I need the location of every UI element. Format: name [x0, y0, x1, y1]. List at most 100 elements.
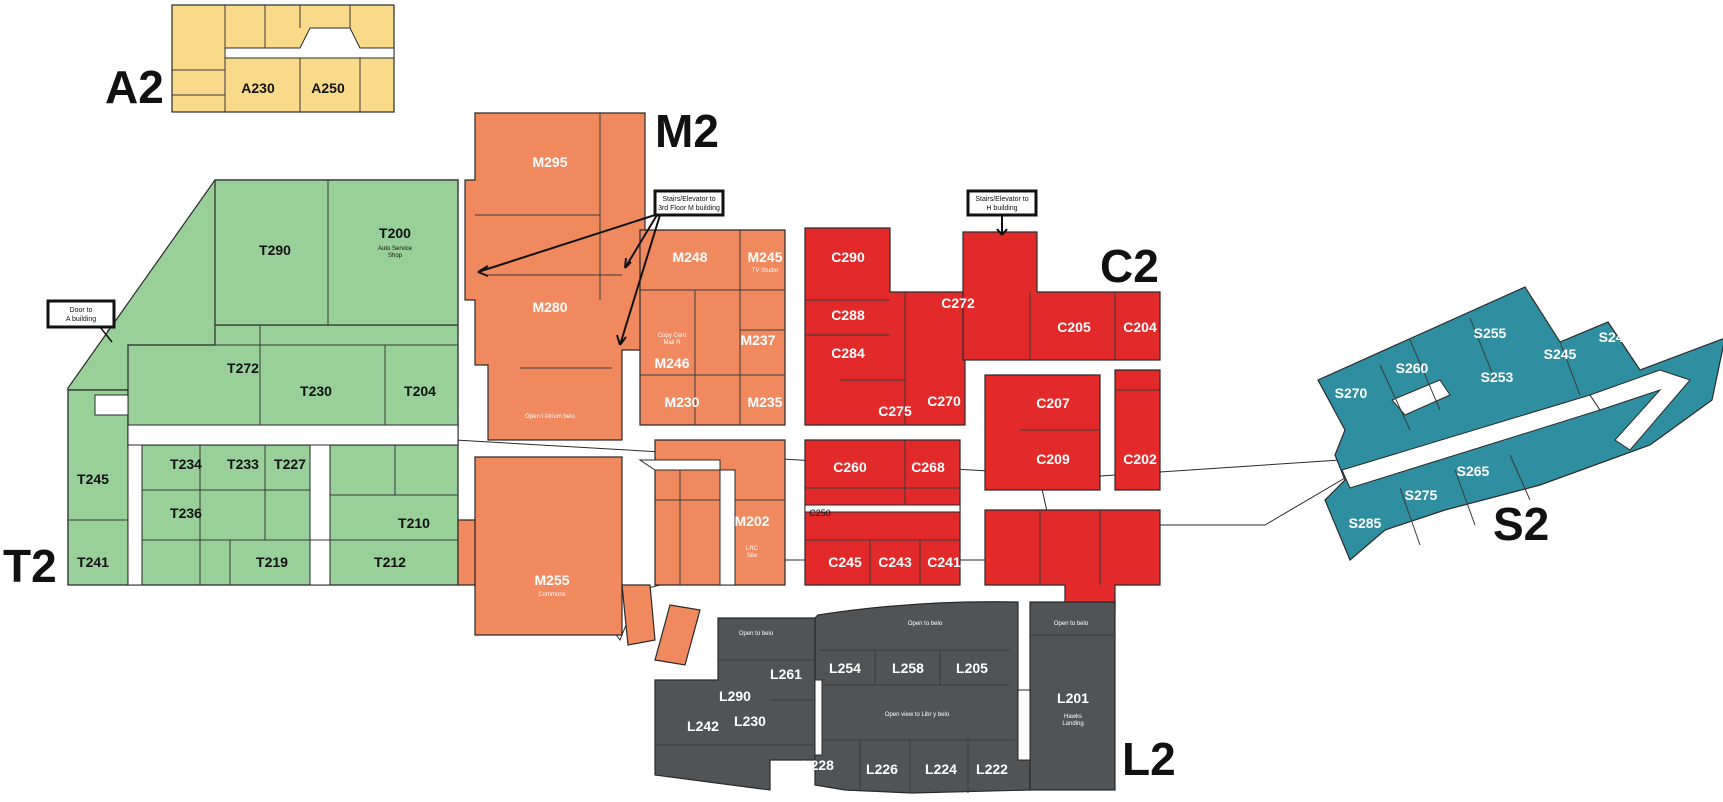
room-t212: T212	[374, 554, 406, 570]
room-l290: L290	[719, 688, 751, 704]
room-m235: M235	[747, 394, 782, 410]
callout-h-line2: H building	[986, 205, 1017, 212]
callout-a-line2: A building	[66, 316, 96, 323]
callout-m-line2: 3rd Floor M building	[658, 205, 720, 212]
room-t219: T219	[256, 554, 288, 570]
room-c250: C250	[809, 508, 831, 518]
room-l222: L222	[976, 761, 1008, 777]
room-c275: C275	[878, 403, 912, 419]
room-m202: M202	[734, 513, 769, 529]
room-t241: T241	[77, 554, 109, 570]
room-c268: C268	[911, 459, 945, 475]
room-m255-sub: Commons	[538, 592, 565, 598]
room-m230: M230	[664, 394, 699, 410]
room-c209: C209	[1036, 451, 1070, 467]
room-t234: T234	[170, 456, 202, 472]
building-a2: A230 A250	[171, 4, 395, 113]
room-c241: C241	[927, 554, 961, 570]
building-label-l2: L2	[1122, 733, 1176, 785]
room-t272: T272	[227, 360, 259, 376]
building-s2: S255 S260 S240 S245 S253 S270 S205 S265 …	[1317, 286, 1723, 561]
room-t245: T245	[77, 471, 109, 487]
callout-h-line1: Stairs/Elevator to	[975, 196, 1028, 203]
room-c202: C202	[1123, 451, 1157, 467]
room-s275: S275	[1405, 487, 1438, 503]
room-m246-sub-1: Copy Cent	[658, 333, 687, 339]
room-l230: L230	[734, 713, 766, 729]
room-m245-sub: TV Studio	[752, 268, 779, 274]
room-t200-sub-2: Shop	[388, 253, 403, 259]
room-t204: T204	[404, 383, 436, 399]
room-c243: C243	[878, 554, 912, 570]
building-label-c2: C2	[1100, 240, 1159, 292]
room-s255: S255	[1474, 325, 1507, 341]
room-t227: T227	[274, 456, 306, 472]
room-c205: C205	[1057, 319, 1091, 335]
room-a230: A230	[241, 80, 275, 96]
room-m245: M245	[747, 249, 782, 265]
room-t200-sub-1: Auto Service	[378, 246, 413, 252]
room-t236: T236	[170, 505, 202, 521]
room-s265: S265	[1457, 463, 1490, 479]
room-c245: C245	[828, 554, 862, 570]
room-a250: A250	[311, 80, 345, 96]
room-s270: S270	[1335, 385, 1368, 401]
building-c2: C290 C288 C284 C272 C275 C270 C205 C204 …	[804, 227, 1161, 613]
room-t290: T290	[259, 242, 291, 258]
room-m237: M237	[740, 332, 775, 348]
building-label-m2: M2	[655, 105, 719, 157]
building-l2: Open to belo Open to belo Open to belo O…	[654, 601, 1116, 794]
room-m202-sub-1: LRC	[746, 546, 759, 552]
building-label-s2: S2	[1493, 498, 1549, 550]
callout-door-to-a-building: Door to A building	[46, 299, 116, 343]
room-c207: C207	[1036, 395, 1070, 411]
building-m2: M295 M280 Open t Atrium belo M248 M245 T…	[457, 112, 786, 666]
room-l228: L228	[802, 757, 834, 773]
room-m-atrium: Open t Atrium belo	[525, 414, 575, 420]
building-label-t2: T2	[3, 540, 57, 592]
callout-stairs-to-h-building: Stairs/Elevator to H building	[966, 189, 1038, 236]
room-m255: M255	[534, 572, 569, 588]
building-label-a2: A2	[105, 61, 164, 113]
callout-stairs-to-3rd-floor-m: Stairs/Elevator to 3rd Floor M building	[477, 189, 725, 346]
room-l201: L201	[1057, 690, 1089, 706]
callout-a-line1: Door to	[70, 307, 93, 314]
room-l201-sub-2: Landing	[1062, 721, 1083, 727]
callout-m-line1: Stairs/Elevator to	[662, 196, 715, 203]
room-t200: T200	[379, 225, 411, 241]
room-s240: S240	[1599, 329, 1632, 345]
room-c204: C204	[1123, 319, 1157, 335]
room-l242: L242	[687, 718, 719, 734]
room-s245: S245	[1544, 346, 1577, 362]
room-c290: C290	[831, 249, 865, 265]
building-t2: T290 T200 Auto Service Shop T272 T230 T2…	[67, 179, 459, 586]
room-c288: C288	[831, 307, 865, 323]
room-s205: S205	[1531, 409, 1564, 425]
room-s253: S253	[1481, 369, 1514, 385]
room-m248: M248	[672, 249, 707, 265]
room-l258: L258	[892, 660, 924, 676]
l2-open-view-library: Open view to Libr y belo	[885, 712, 950, 718]
room-c272: C272	[941, 295, 975, 311]
room-s285: S285	[1349, 515, 1382, 531]
room-l226: L226	[866, 761, 898, 777]
room-s260: S260	[1396, 360, 1429, 376]
room-m202-sub-2: Site	[747, 553, 758, 559]
room-c270: C270	[927, 393, 961, 409]
room-l261: L261	[770, 666, 802, 682]
room-c284: C284	[831, 345, 865, 361]
room-m295: M295	[532, 154, 567, 170]
room-m246: M246	[654, 355, 689, 371]
room-l224: L224	[925, 761, 957, 777]
room-l201-sub-1: Hawks	[1064, 714, 1082, 720]
room-t210: T210	[398, 515, 430, 531]
l2-open-below-2: Open to belo	[908, 621, 943, 627]
l2-open-below-1: Open to belo	[739, 631, 774, 637]
room-t230: T230	[300, 383, 332, 399]
room-t233: T233	[227, 456, 259, 472]
room-c260: C260	[833, 459, 867, 475]
l2-open-below-3: Open to belo	[1054, 621, 1089, 627]
room-m246-sub-2: Mail R	[663, 340, 681, 346]
room-m280: M280	[532, 299, 567, 315]
